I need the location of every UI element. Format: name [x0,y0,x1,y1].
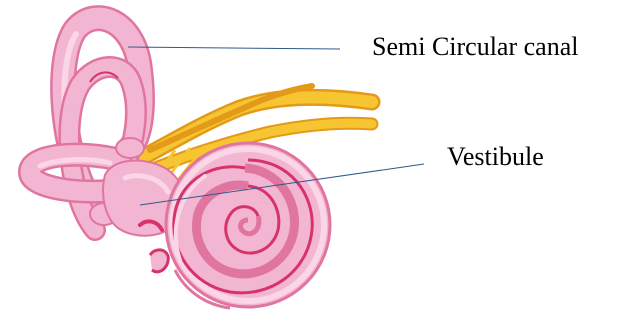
label-vestibule: Vestibule [447,144,544,170]
leader-line-semicircular-canal [128,47,340,49]
cochlea [166,143,330,308]
label-semicircular-canal: Semi Circular canal [372,34,578,60]
